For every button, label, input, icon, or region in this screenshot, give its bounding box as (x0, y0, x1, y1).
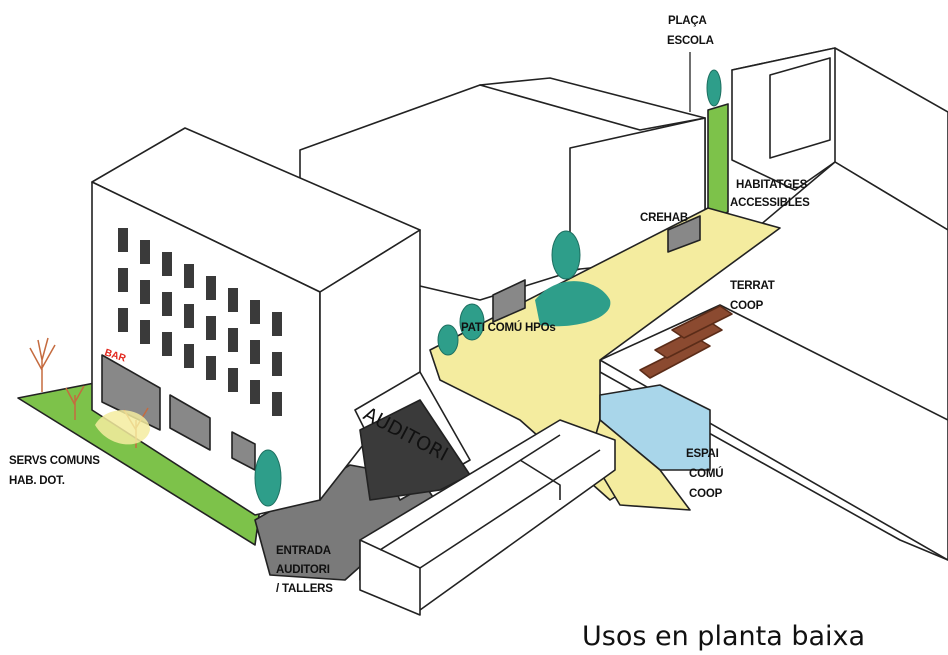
entrada-label-2: AUDITORI (276, 564, 330, 576)
terrat-label: TERRAT (730, 280, 775, 292)
right-rooftop-block (599, 47, 948, 561)
front-block (359, 419, 616, 616)
espai-label-3: COOP (689, 488, 723, 500)
terrace-yellow-patch (95, 410, 150, 445)
tree-entrada (254, 449, 282, 507)
tree-placa (706, 69, 722, 107)
placa-escola-label-2: ESCOLA (667, 35, 714, 47)
labels: PLAÇA ESCOLA HABITATGES ACCESSIBLES CREH… (9, 15, 810, 595)
entrada-label: ENTRADA (276, 545, 331, 557)
tree-pati-3 (437, 324, 459, 356)
rooftop-garden-beds (639, 305, 733, 379)
crehab-label: CREHAB (640, 212, 688, 224)
espai-label-2: COMÚ (689, 467, 723, 480)
entrada-label-3: / TALLERS (276, 583, 333, 595)
tree-pati-1 (551, 230, 581, 280)
tree-pati-2 (459, 303, 485, 341)
habitatges-label: HABITATGES (736, 179, 808, 191)
window-grid (118, 228, 282, 416)
trees (254, 69, 722, 507)
espai-label: ESPAI (686, 448, 719, 460)
servs-label-2: HAB. DOT. (9, 475, 65, 487)
terrat-label-2: COOP (730, 300, 764, 312)
pati-label: PATI COMÚ HPOs (461, 321, 556, 334)
servs-label: SERVS COMUNS (9, 455, 100, 467)
diagram-title: Usos en planta baixa (582, 621, 865, 652)
placa-escola-label: PLAÇA (668, 15, 707, 27)
facade-openings (101, 215, 701, 471)
habitatges-label-2: ACCESSIBLES (730, 197, 810, 209)
auditori-volume (354, 371, 471, 501)
